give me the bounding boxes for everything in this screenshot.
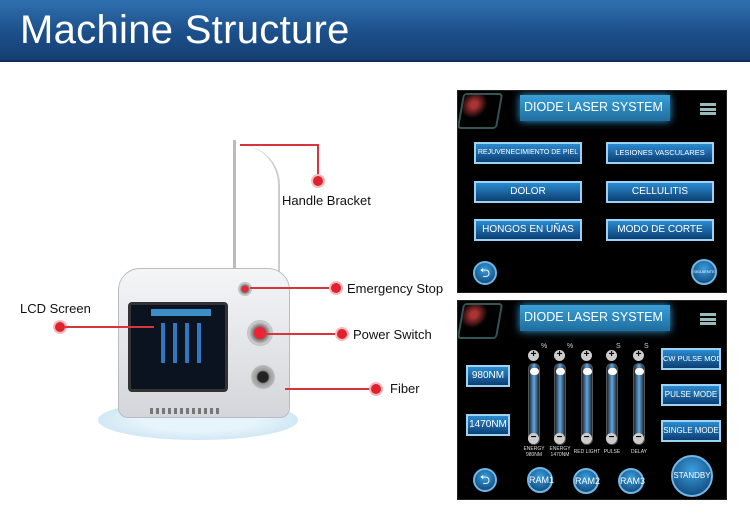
ram2-button[interactable]: RAM2 [573,468,600,494]
menu-icon[interactable] [700,313,716,325]
lcd-screen [128,302,228,392]
treatment-button[interactable]: MODO DE CORTE [606,219,714,241]
emergency-stop-button [238,282,252,296]
plus-button[interactable]: + [606,350,617,361]
page-title: Machine Structure [20,8,350,52]
screen-title: DIODE LASER SYSTEM [520,305,670,331]
standby-button[interactable]: STANDBY [671,455,713,497]
treatment-button[interactable]: REJUVENECIMIENTO DE PIEL [474,142,582,164]
handle-bracket-label: Handle Bracket [282,193,371,208]
fiber-label: Fiber [390,381,420,396]
wavelength-1470-button[interactable]: 1470NM [466,414,510,436]
red-light-slider[interactable] [581,363,593,445]
power-switch-marker [337,329,347,339]
plus-button[interactable]: + [528,350,539,361]
energy-1470-slider[interactable] [554,363,566,445]
minus-button[interactable]: − [554,433,565,444]
parameter-screen: DIODE LASER SYSTEM 980NM 1470NM % % S S … [457,300,727,500]
pulse-slider[interactable] [606,363,618,445]
menu-icon[interactable] [700,103,716,115]
plus-button[interactable]: + [554,350,565,361]
laser-warning-icon [458,303,504,339]
ram3-button[interactable]: RAM3 [618,468,645,494]
laser-warning-icon [458,93,504,129]
pulse-mode-button[interactable]: PULSE MODE [661,384,721,406]
cw-pulse-mode-button[interactable]: CW PULSE MODE [661,348,721,370]
minus-button[interactable]: − [633,433,644,444]
single-mode-button[interactable]: SINGLE MODE [661,420,721,442]
fiber-port [251,365,275,389]
slider-unit: % [567,343,574,350]
slider-unit: % [541,343,548,350]
treatment-button[interactable]: CELLULITIS [606,181,714,203]
treatment-button[interactable]: HONGOS EN UÑAS [474,219,582,241]
slider-label: RED LIGHT [573,449,601,455]
ram1-button[interactable]: RAM1 [527,467,554,493]
back-button[interactable]: ⮌ [473,468,497,492]
emergency-stop-marker [331,283,341,293]
fiber-marker [371,384,381,394]
slider-label: ENERGY 1470NM [549,446,571,458]
screen-title: DIODE LASER SYSTEM [520,95,670,121]
vent [150,408,220,414]
plus-button[interactable]: + [581,350,592,361]
handle-bracket-marker [313,176,323,186]
treatment-button[interactable]: DOLOR [474,181,582,203]
slider-unit: S [644,343,649,350]
header-banner: Machine Structure [0,0,750,62]
wavelength-980-button[interactable]: 980NM [466,365,510,387]
next-button[interactable]: SIGUIENTE [691,259,717,285]
slider-label: DELAY [630,449,648,455]
plus-button[interactable]: + [633,350,644,361]
treatment-button[interactable]: LESIONES VASCULARES [606,142,714,164]
slider-label: ENERGY 980NM [523,446,545,458]
back-button[interactable]: ⮌ [473,261,497,285]
energy-980-slider[interactable] [528,363,540,445]
minus-button[interactable]: − [606,433,617,444]
delay-slider[interactable] [633,363,645,445]
minus-button[interactable]: − [528,433,539,444]
handle-bracket [233,140,236,270]
slider-unit: S [616,343,621,350]
minus-button[interactable]: − [581,433,592,444]
slider-label: PULSE [603,449,621,455]
emergency-stop-label: Emergency Stop [347,281,444,296]
power-switch-label: Power Switch [353,327,432,342]
treatment-menu-screen: DIODE LASER SYSTEM REJUVENECIMIENTO DE P… [457,90,727,293]
lcd-screen-label: LCD Screen [20,301,91,316]
lcd-screen-marker [55,322,65,332]
